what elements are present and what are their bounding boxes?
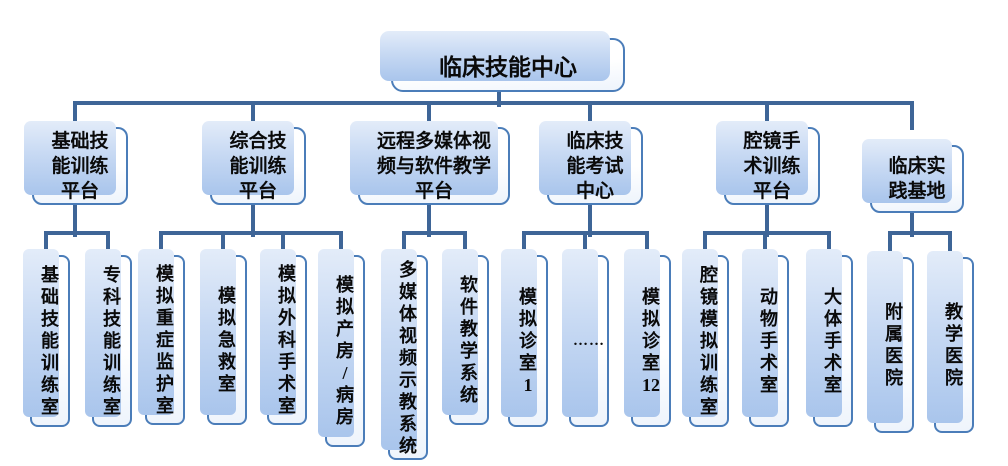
connector-line [910, 200, 914, 237]
root-node-label: 临床技能中心 [439, 55, 577, 80]
leaf-node: 软件教学系统 [442, 249, 489, 425]
connector-line [888, 231, 952, 235]
leaf-node: 专科技能训练室 [85, 249, 132, 427]
leaf-node: 动物手术室 [742, 249, 789, 427]
connector-line [44, 231, 48, 262]
leaf-node-label: 腔镜模拟训练室 [700, 265, 718, 417]
connector-line [463, 231, 467, 262]
branch-node: 临床实践基地 [862, 139, 964, 213]
branch-node-label: 综合技能训练平台 [229, 130, 287, 202]
connector-line [427, 101, 431, 130]
connector-line [402, 231, 467, 235]
connector-line [910, 101, 914, 130]
leaf-node: 模拟急救室 [200, 249, 247, 425]
leaf-node-label: 模拟产房/病房 [336, 275, 354, 427]
connector-line [765, 101, 769, 130]
connector-line [221, 231, 225, 262]
connector-line [827, 231, 831, 262]
branch-node: 临床技能考试中心 [539, 121, 643, 205]
leaf-node: 大体手术室 [806, 249, 853, 427]
branch-node: 综合技能训练平台 [202, 121, 306, 205]
leaf-node: 基础技能训练室 [23, 249, 70, 427]
connector-line [159, 231, 163, 262]
connector-line [402, 231, 406, 262]
connector-line [339, 231, 343, 262]
connector-line [73, 200, 77, 237]
leaf-node-label: 软件教学系统 [460, 275, 478, 405]
connector-line [251, 101, 255, 130]
connector-line [281, 231, 285, 262]
leaf-node: 教学医院 [927, 251, 974, 433]
connector-line [583, 231, 587, 262]
connector-line [645, 231, 649, 262]
connector-line [703, 231, 831, 235]
connector-line [44, 231, 110, 235]
leaf-node-label: 专科技能训练室 [103, 265, 121, 417]
branch-node-label: 远程多媒体视频与软件教学平台 [376, 130, 491, 202]
leaf-node-label: …… [573, 332, 605, 349]
leaf-node-label: 模拟重症监护室 [156, 264, 174, 416]
branch-node-label: 腔镜手术训练平台 [743, 130, 801, 202]
leaf-node-label: 多媒体视频示教系统 [399, 259, 417, 456]
connector-line [588, 200, 592, 237]
root-node: 临床技能中心 [380, 31, 625, 92]
connector-line [427, 200, 431, 237]
connector-line [763, 231, 767, 262]
leaf-node: 多媒体视频示教系统 [381, 249, 428, 460]
connector-line [251, 200, 255, 237]
connector-line [73, 101, 914, 105]
branch-node: 腔镜手术训练平台 [716, 121, 820, 205]
branch-node-label: 基础技能训练平台 [51, 130, 109, 202]
connector-line [497, 88, 501, 107]
leaf-node: 腔镜模拟训练室 [682, 249, 729, 427]
connector-line [522, 231, 526, 262]
branch-node: 基础技能训练平台 [24, 121, 128, 205]
leaf-node: 模拟重症监护室 [138, 249, 185, 425]
leaf-node-label: 动物手术室 [760, 287, 778, 395]
connector-line [948, 231, 952, 262]
connector-line [73, 101, 77, 130]
leaf-node-label: 附属医院 [885, 302, 903, 388]
leaf-node-label: 模拟急救室 [218, 286, 236, 394]
leaf-node: 模拟产房/病房 [318, 249, 365, 447]
connector-line [765, 200, 769, 237]
branch-node-label: 临床实践基地 [888, 156, 946, 202]
leaf-node: …… [562, 249, 609, 427]
leaf-node-label: 基础技能训练室 [41, 265, 59, 417]
leaf-node-label: 模拟外科手术室 [278, 264, 296, 416]
branch-node-label: 临床技能考试中心 [566, 130, 624, 202]
connector-line [588, 101, 592, 130]
leaf-node-label: 大体手术室 [824, 287, 842, 395]
connector-line [106, 231, 110, 262]
connector-line [888, 231, 892, 262]
branch-node: 远程多媒体视频与软件教学平台 [350, 121, 510, 205]
leaf-node-label: 教学医院 [945, 302, 963, 388]
connector-line [159, 231, 343, 235]
leaf-node: 附属医院 [867, 251, 914, 433]
connector-line [703, 231, 707, 262]
leaf-node: 模拟外科手术室 [260, 249, 307, 425]
